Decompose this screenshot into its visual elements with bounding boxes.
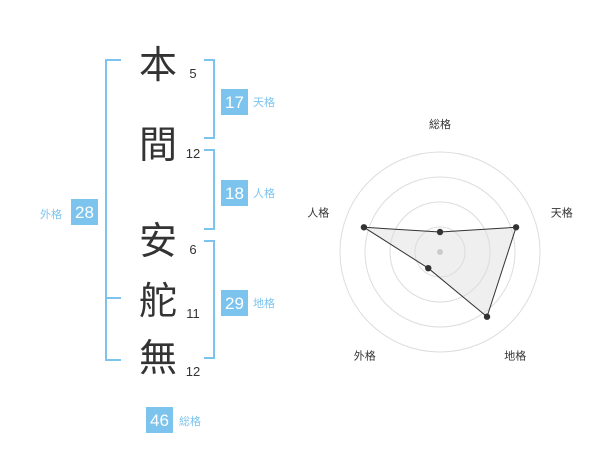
soukaku-value: 46 xyxy=(150,411,169,430)
jinkaku-badge: 18 人格 xyxy=(221,180,275,206)
brackets xyxy=(105,59,215,361)
radar-center-dot xyxy=(437,249,443,255)
bracket-chikaku xyxy=(204,240,215,359)
radar-rings xyxy=(339,151,541,353)
tenkaku-label: 天格 xyxy=(253,95,275,109)
name-char-2: 間 xyxy=(139,123,177,167)
stroke-count-3: 6 xyxy=(189,242,196,257)
radar-point-4 xyxy=(425,264,432,272)
jinkaku-label: 人格 xyxy=(253,186,275,200)
radar-axis-label-5: 人格 xyxy=(307,205,329,219)
gaikaku-value: 28 xyxy=(75,203,94,222)
radar-point-1 xyxy=(436,228,444,236)
radar-points xyxy=(360,224,520,320)
stroke-count-1: 5 xyxy=(189,66,196,81)
name-char-1: 本 xyxy=(139,43,177,87)
stroke-count-2: 12 xyxy=(186,146,200,161)
soukaku-badge: 46 総格 xyxy=(146,407,201,433)
bracket-gaikaku xyxy=(105,59,121,361)
radar-point-5 xyxy=(360,224,368,231)
stroke-count-5: 12 xyxy=(186,364,200,379)
soukaku-label: 総格 xyxy=(179,414,201,428)
radar-point-2 xyxy=(512,224,520,231)
chikaku-badge: 29 地格 xyxy=(221,290,275,316)
tenkaku-badge: 17 天格 xyxy=(221,89,275,115)
jinkaku-value: 18 xyxy=(225,184,244,203)
bracket-jinkaku xyxy=(204,149,215,230)
radar-point-3 xyxy=(483,313,491,320)
radar-axis-label-2: 天格 xyxy=(551,205,573,219)
soukaku-box xyxy=(146,407,173,433)
radar-axis-label-4: 外格 xyxy=(354,349,376,363)
tenkaku-value: 17 xyxy=(225,93,244,112)
name-column: 本 5 間 12 安 6 舵 11 無 12 xyxy=(139,43,200,380)
gaikaku-box xyxy=(71,199,98,225)
name-char-3: 安 xyxy=(139,219,177,263)
stroke-count-4: 11 xyxy=(186,306,200,321)
radar-data-polygon xyxy=(363,226,517,318)
gaikaku-label: 外格 xyxy=(40,207,62,221)
jinkaku-box xyxy=(221,180,248,206)
bracket-tenkaku xyxy=(204,59,215,139)
radar-axis-label-3: 地格 xyxy=(504,349,526,363)
chikaku-label: 地格 xyxy=(253,296,275,310)
radar-ring-2 xyxy=(389,201,491,303)
chikaku-value: 29 xyxy=(225,294,244,313)
radar-ring-3 xyxy=(364,176,516,328)
radar-ring-1 xyxy=(414,226,466,278)
radar-axis-label-1: 総格 xyxy=(429,117,451,131)
gaikaku-badge: 外格 28 xyxy=(40,199,98,225)
tenkaku-box xyxy=(221,89,248,115)
name-char-4: 舵 xyxy=(139,279,177,323)
chikaku-box xyxy=(221,290,248,316)
radar-ring-4 xyxy=(339,151,541,353)
name-char-5: 無 xyxy=(139,336,177,380)
grid-badges: 17 天格 18 人格 29 地格 外格 28 46 総格 xyxy=(40,89,275,433)
